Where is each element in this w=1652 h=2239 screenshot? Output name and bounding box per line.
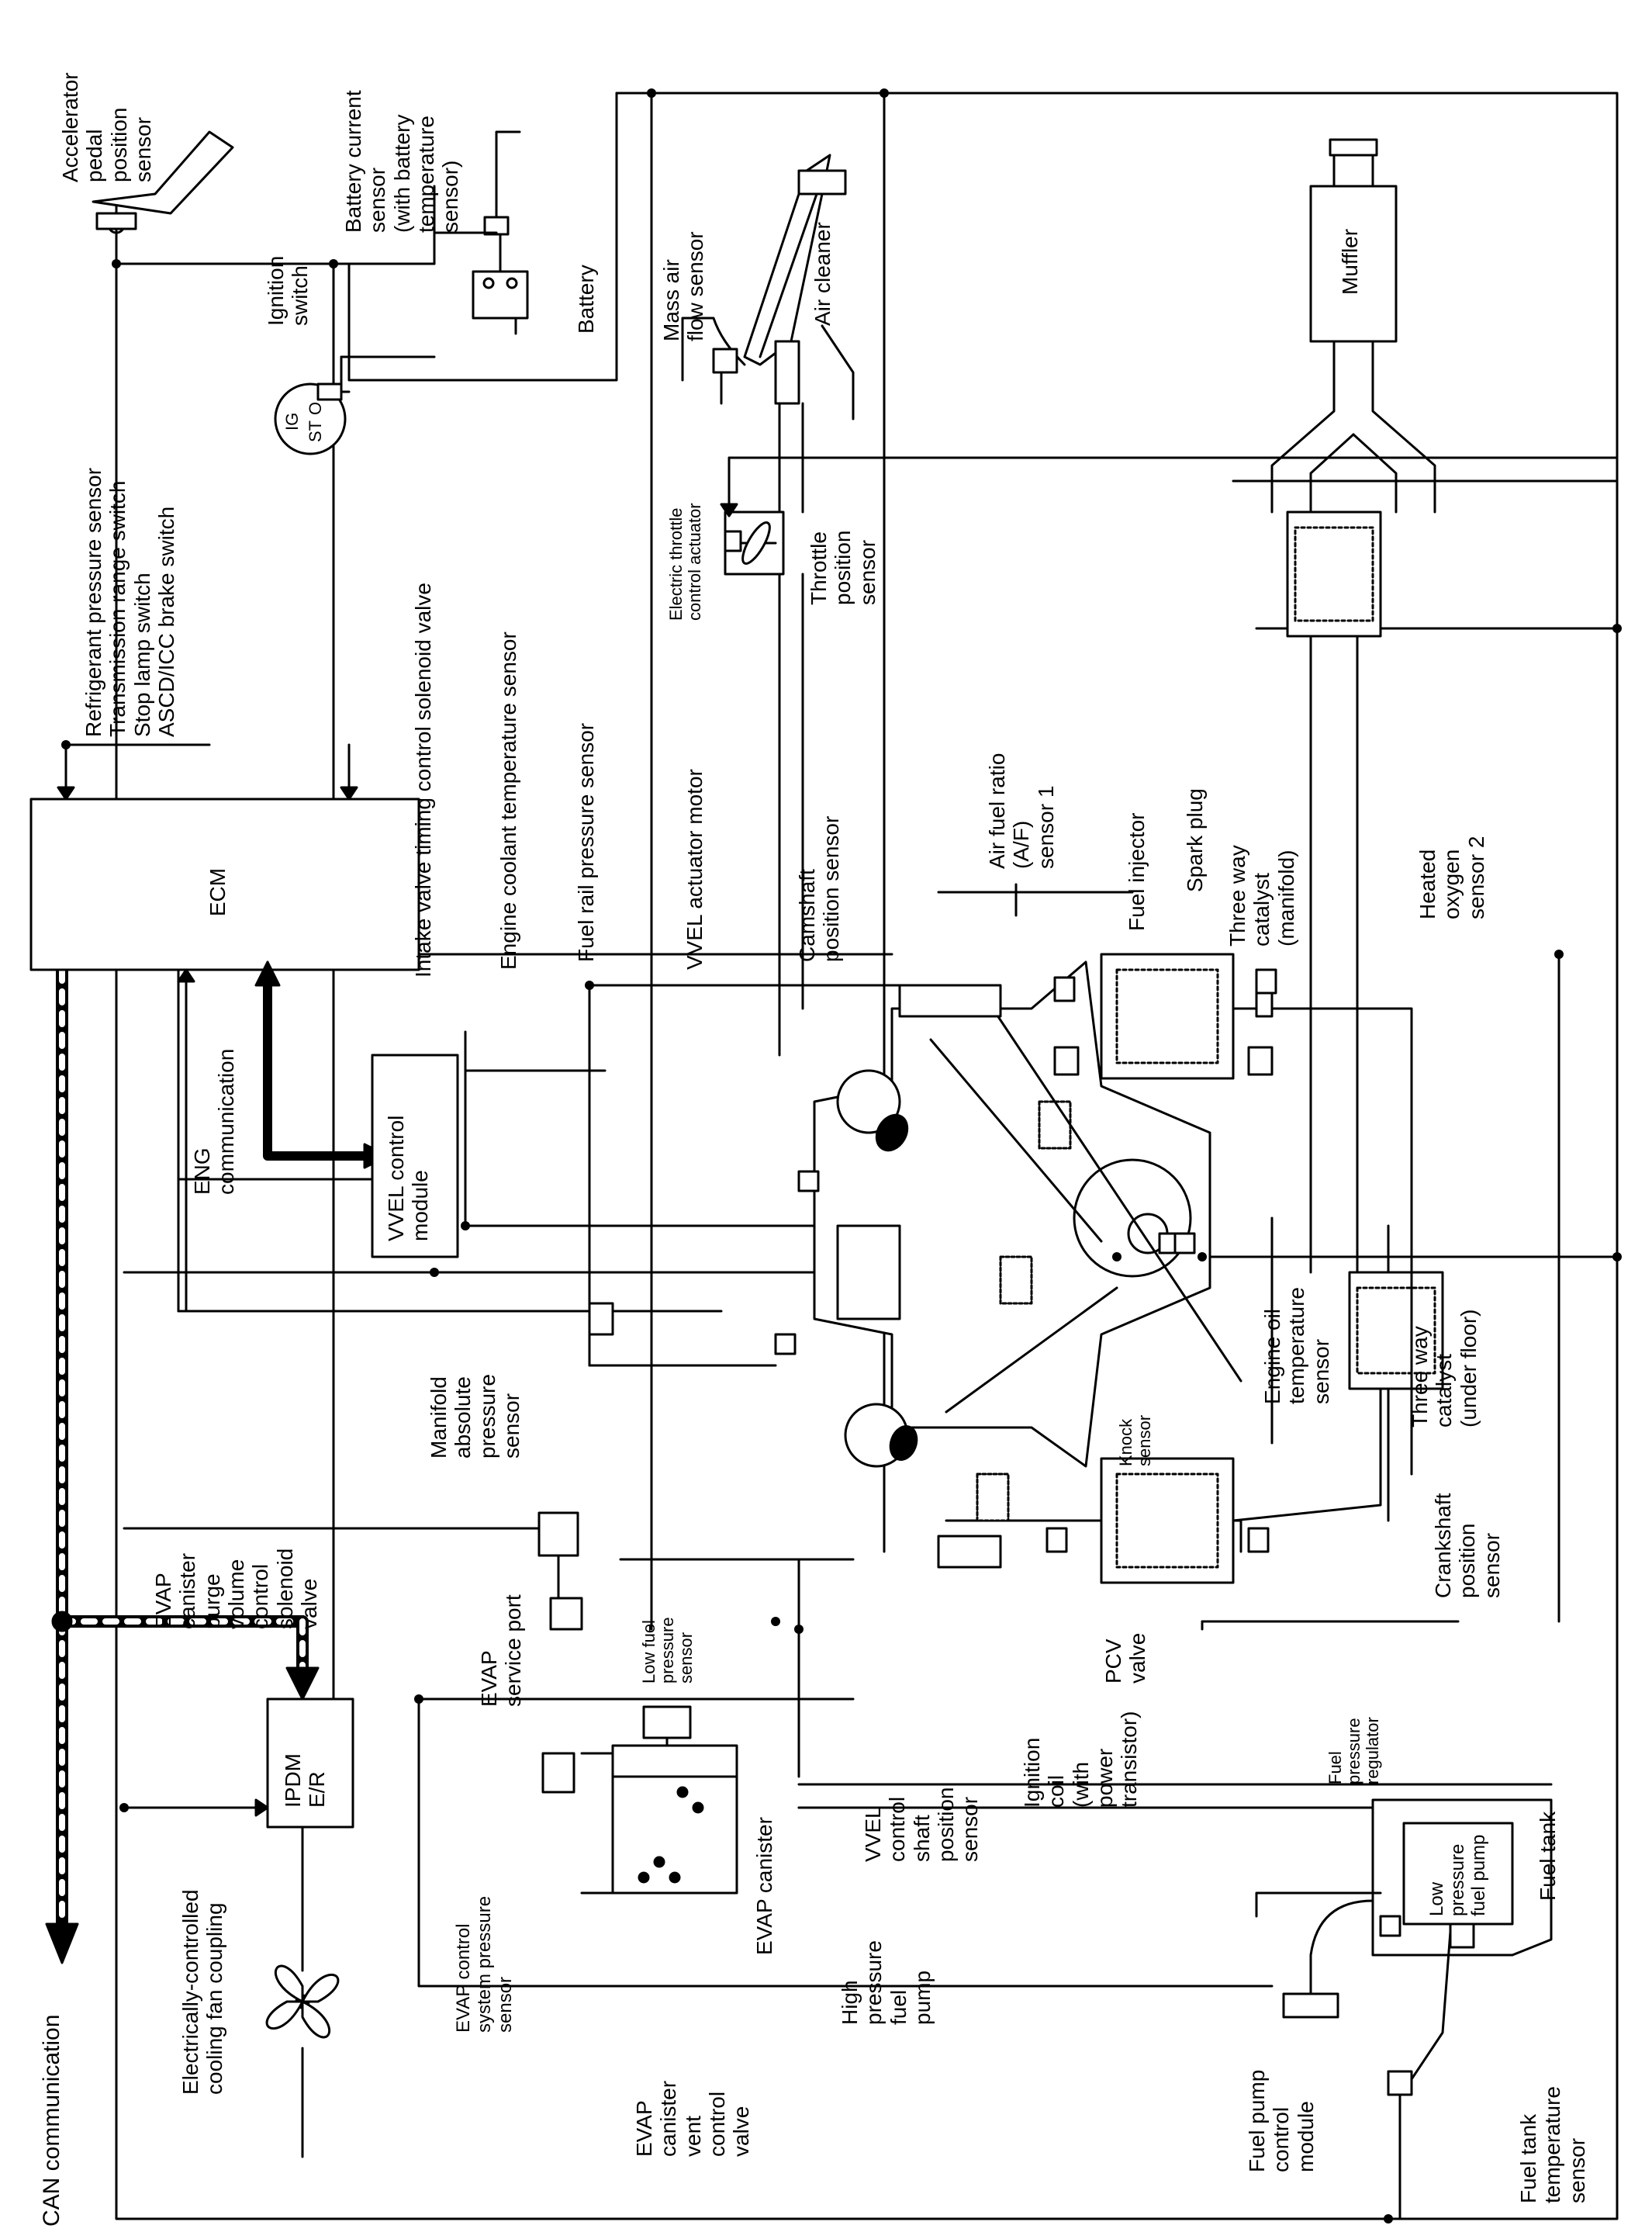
battery-icon: [433, 130, 529, 335]
af-sensor-label: Air fuel ratio (A/F) sensor 1: [985, 753, 1058, 869]
fuel-pump-module-label: Fuel pump control module: [1245, 2069, 1318, 2172]
ivt-label: Intake valve timing control solenoid val…: [411, 583, 435, 978]
ig-letters: IG: [282, 412, 302, 431]
evap-canister-label: EVAP canister: [752, 1817, 776, 1955]
fuel-tank-temp-label: Fuel tank temperature sensor: [1516, 2086, 1589, 2203]
fuel-pressure-regulator-label: Fuel pressure regulator: [1325, 1717, 1383, 1784]
fuel-rail-label: Fuel rail pressure sensor: [574, 722, 598, 962]
ecm-box: [29, 798, 420, 971]
three-way-manifold-label: Three way catalyst (manifold): [1225, 845, 1298, 946]
camshaft-label: Camshaft position sensor: [795, 815, 844, 962]
can-communication-label: CAN communication: [39, 2014, 64, 2227]
crankshaft-label: Crankshaft position sensor: [1431, 1493, 1504, 1598]
maf-label: Mass air flow sensor: [659, 231, 708, 341]
ipdm-box: [266, 1697, 354, 1829]
main-wiring: [64, 92, 1619, 2220]
can-bus: [45, 964, 320, 1964]
coolant-label: Engine coolant temperature sensor: [496, 632, 520, 970]
vvel-motor-label: VVEL actuator motor: [683, 769, 707, 970]
st-letters: ST: [306, 420, 325, 442]
high-pressure-pump-label: High pressure fuel pump: [838, 1940, 935, 2025]
manifold-abs-label: Manifold absolute pressure sensor: [427, 1374, 524, 1459]
low-pressure-pump-label: Low pressure fuel pump: [1426, 1834, 1489, 1916]
knock-label: Knock sensor: [1116, 1414, 1155, 1466]
battery-label: Battery: [574, 265, 598, 334]
throttle-body-icon: [720, 456, 1619, 1057]
battery-current-label: Battery current sensor (with battery tem…: [341, 90, 463, 233]
vvel-control-module-label: VVEL control module: [384, 1115, 433, 1241]
evap-service-port-label: EVAP service port: [477, 1594, 526, 1707]
engine-v6-icon: [813, 960, 1242, 1569]
fuel-tank-label: Fuel tank: [1536, 1811, 1560, 1901]
junction-dots: [61, 88, 1622, 2223]
o-letter: O: [306, 401, 325, 415]
throttle-position-label: Throttle position sensor: [807, 530, 880, 605]
ecm-label: ECM: [206, 868, 230, 916]
air-intake-icon: [681, 154, 855, 514]
vvel-control-module-box: [371, 1054, 459, 1258]
three-way-underfloor-label: Three way catalyst (under floor): [1408, 1309, 1481, 1427]
ignition-switch-icon: [274, 355, 436, 455]
fuel-injector-label: Fuel injector: [1125, 812, 1149, 931]
fuel-tank-icon: [1255, 1798, 1553, 2220]
evap-purge-label: EVAP canister purge volume control solen…: [151, 1548, 322, 1629]
evap-vent-valve-label: EVAP canister vent control valve: [632, 2080, 754, 2157]
accelerator-label: Accelerator pedal position sensor: [58, 72, 156, 182]
cooling-fan-icon: [265, 1964, 340, 2039]
evap-pressure-sensor-label: EVAP control system pressure sensor: [453, 1895, 516, 2033]
muffler-icon: [1270, 138, 1436, 514]
muffler-label: Muffler: [1338, 228, 1362, 295]
low-fuel-pressure-label: Low fuel pressure sensor: [639, 1617, 696, 1684]
heated-o2-label: Heated oxygen sensor 2: [1415, 836, 1488, 919]
engine-oil-temp-label: Engine oil temperature sensor: [1260, 1287, 1333, 1404]
throttle-actuator-label: Electric throttle control actuator: [666, 503, 705, 621]
eng-communication-label: ENG communication: [190, 1048, 239, 1195]
ignition-switch-label: Ignition switch: [264, 255, 313, 326]
cooling-fan-label: Electrically-controlled cooling fan coup…: [178, 1889, 227, 2095]
spark-plug-label: Spark plug: [1183, 788, 1207, 892]
pcv-valve-label: PCV valve: [1101, 1632, 1150, 1684]
accelerator-pedal-icon: [92, 130, 234, 265]
catalyst-icon: [1100, 510, 1444, 1584]
ipdm-label: IPDM E/R: [281, 1753, 330, 1808]
air-cleaner-label: Air cleaner: [810, 222, 835, 326]
vvel-shaft-label: VVEL control shaft position sensor: [861, 1787, 983, 1862]
switch-list-label: Refrigerant pressure sensor Transmission…: [81, 467, 179, 737]
evap-canister-icon: [580, 1705, 738, 1895]
ignition-coil-label: Ignition coil (with power transistor): [1020, 1711, 1142, 1808]
